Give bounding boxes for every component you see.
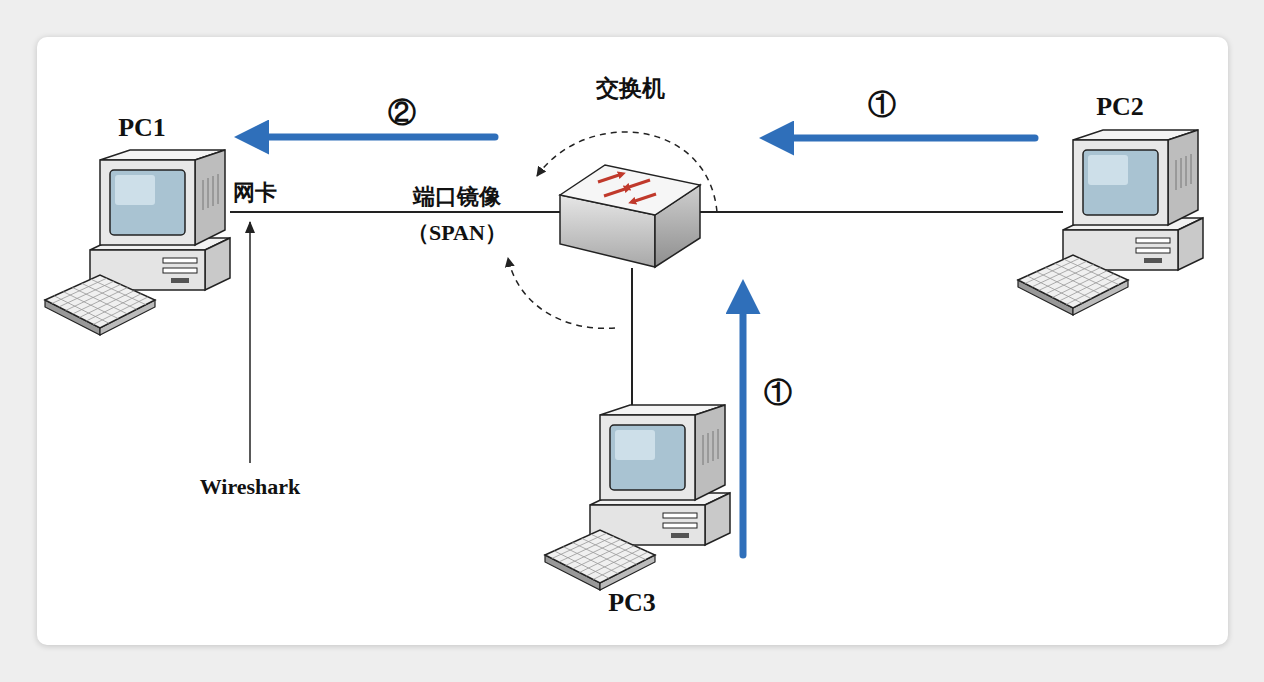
node-label: PC2 xyxy=(1096,92,1144,122)
node-label: 交换机 xyxy=(596,76,665,102)
node-label: PC3 xyxy=(608,588,656,618)
switch-node: 交换机 xyxy=(560,160,700,268)
callout-number: ① xyxy=(764,379,792,407)
leader-arrow xyxy=(249,222,251,463)
computer-icon xyxy=(45,150,230,335)
node-label: PC1 xyxy=(118,113,166,143)
callout-number: ① xyxy=(868,91,896,119)
flow-arrow xyxy=(262,134,495,141)
mirror-arc xyxy=(508,258,615,328)
edge-label: 端口镜像 （SPAN） xyxy=(398,179,516,251)
interface-label: 网卡 xyxy=(233,182,277,204)
network-cable xyxy=(700,211,1063,213)
computer-icon xyxy=(1018,130,1203,315)
switch-icon xyxy=(560,160,700,268)
computer-node: PC1 xyxy=(90,150,230,290)
flow-arrow xyxy=(787,135,1035,142)
network-cable xyxy=(230,211,560,213)
flow-arrow xyxy=(740,307,747,555)
computer-node: PC3 xyxy=(590,405,730,545)
network-cable xyxy=(631,268,633,405)
computer-icon xyxy=(545,405,730,590)
computer-node: PC2 xyxy=(1063,130,1203,270)
software-label: Wireshark xyxy=(200,476,301,498)
callout-number: ② xyxy=(388,99,416,127)
